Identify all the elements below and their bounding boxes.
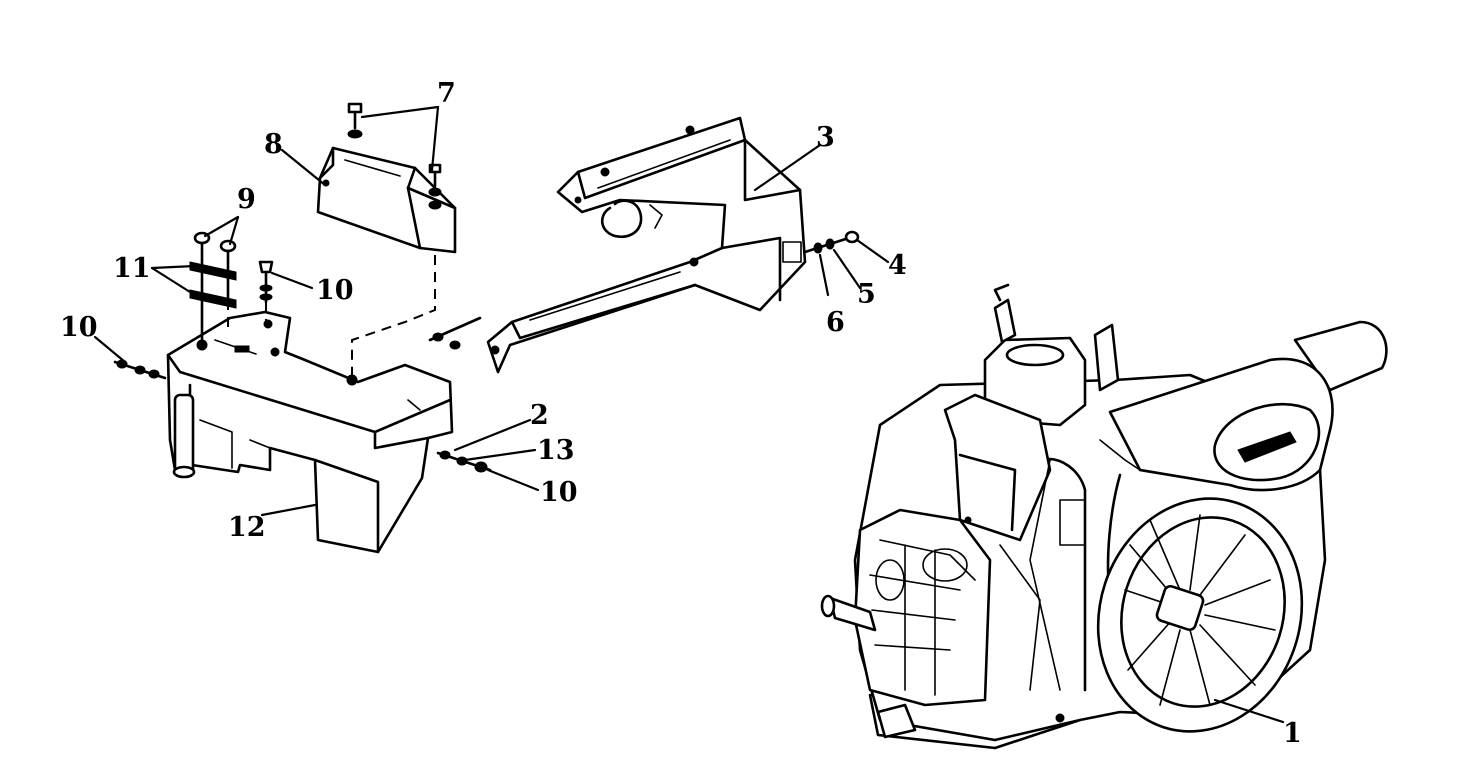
- part-12-base-bracket: [166, 310, 454, 554]
- callout-10-left: 10: [60, 312, 98, 343]
- callout-2: 2: [530, 400, 549, 431]
- part-3-rail-bracket: [486, 116, 807, 374]
- callout-10-top: 10: [316, 275, 354, 306]
- bolt-10-top: [258, 260, 274, 304]
- callout-4: 4: [888, 250, 907, 281]
- callout-8: 8: [264, 129, 283, 160]
- callout-10-right: 10: [540, 477, 578, 508]
- callout-9: 9: [237, 184, 256, 215]
- bolt-2-13-10: [436, 450, 492, 473]
- callout-13: 13: [537, 435, 575, 466]
- callout-3: 3: [816, 122, 835, 153]
- callout-1: 1: [1283, 718, 1302, 749]
- bolt-7b: [428, 163, 442, 210]
- fasteners: [113, 102, 860, 473]
- bolt-7a: [347, 102, 363, 139]
- fan-spokes: [1124, 514, 1276, 706]
- callout-5: 5: [857, 279, 876, 310]
- part-8-bracket: [316, 146, 457, 254]
- bolt-4-5-6: [803, 230, 860, 254]
- part-1-engine: [820, 283, 1388, 750]
- callout-12: 12: [228, 512, 266, 543]
- callout-6: 6: [826, 307, 845, 338]
- bolt-10-left: [113, 359, 167, 380]
- bolt-center: [428, 316, 482, 350]
- callout-7: 7: [437, 78, 456, 109]
- leader-lines: [93, 105, 1285, 724]
- engine-detail-lines: [869, 439, 1141, 696]
- callout-11: 11: [113, 253, 151, 284]
- assembly-lines: [201, 255, 436, 378]
